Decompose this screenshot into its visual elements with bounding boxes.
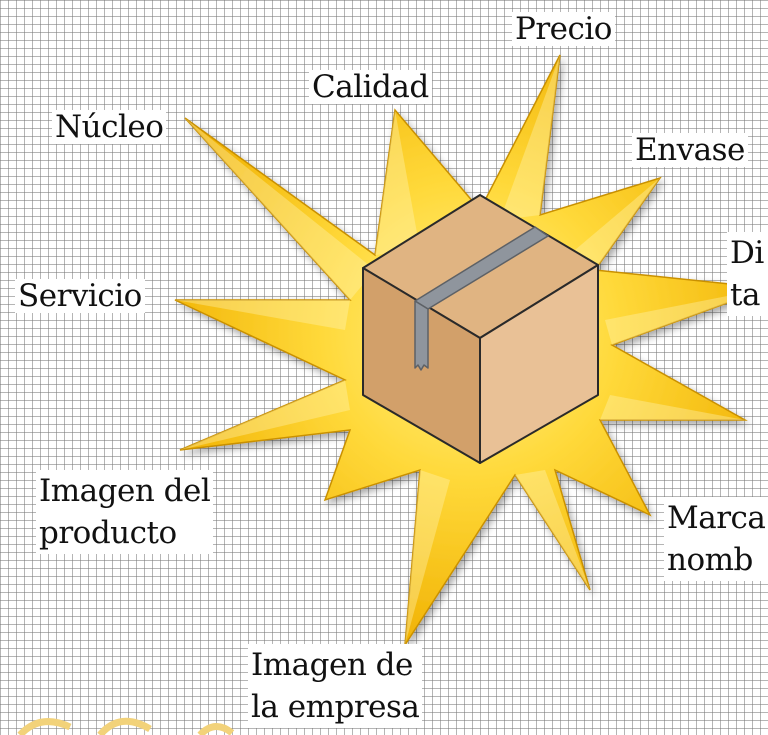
label-diseno-tamano: Di ta: [727, 232, 768, 316]
decorative-arc-fragment: [17, 717, 235, 735]
box-tape-side: [414, 300, 429, 371]
box-right-face: [479, 264, 599, 464]
label-precio: Precio: [512, 12, 615, 46]
label-imagen-producto: Imagen del producto: [36, 470, 214, 554]
label-imagen-empresa: Imagen de la empresa: [248, 644, 423, 728]
label-envase: Envase: [632, 133, 748, 167]
label-nucleo: Núcleo: [52, 110, 167, 144]
cardboard-box-icon: [362, 194, 599, 464]
label-calidad: Calidad: [309, 70, 432, 104]
label-servicio: Servicio: [15, 279, 145, 313]
label-marca-nombre: Marca nomb: [664, 497, 768, 581]
